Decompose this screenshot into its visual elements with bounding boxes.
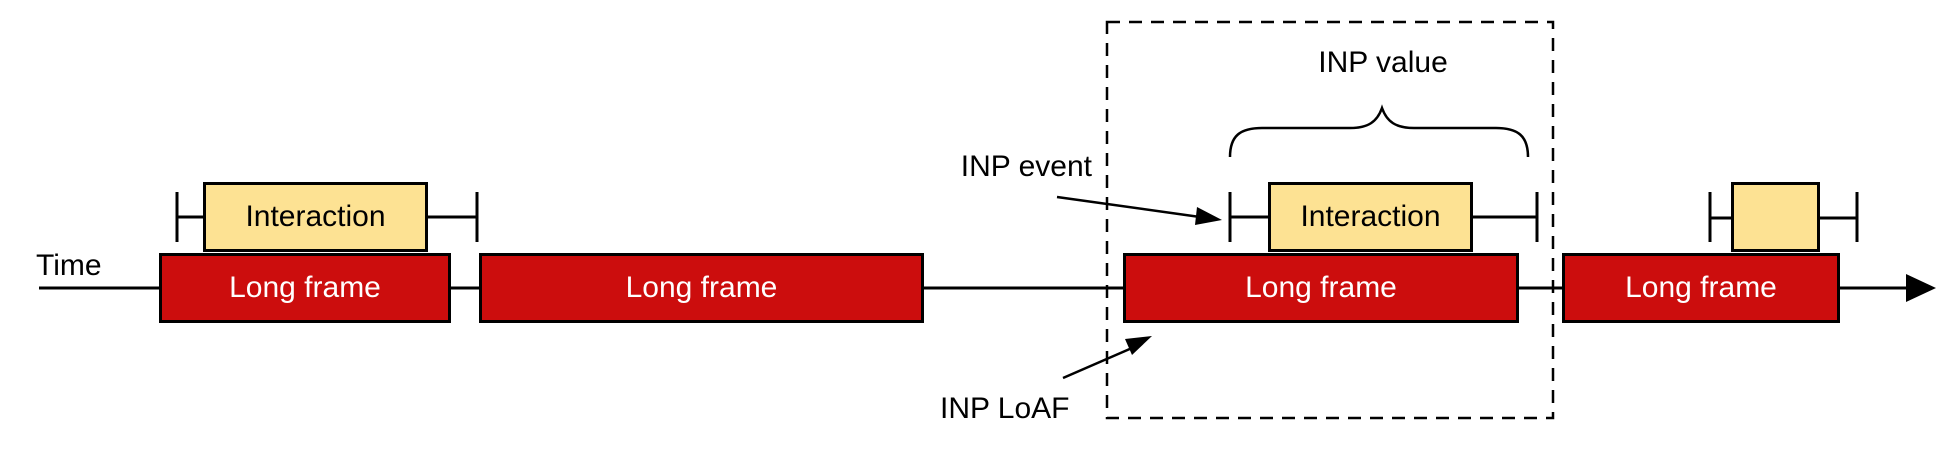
inp-loaf-arrow [1062,336,1152,380]
long-frame-3-label: Long frame [1245,271,1397,304]
time-axis-label: Time [36,249,102,282]
inp-value-brace [1228,104,1530,158]
timeline-arrowhead-icon [1906,274,1936,302]
long-frame-4-label: Long frame [1625,271,1777,304]
long-frame-2-label: Long frame [625,271,778,304]
inp-event-label: INP event [960,150,1092,183]
long-frame-4: Long frame [1562,253,1840,323]
interaction-1: Interaction [203,182,428,252]
long-frame-1: Long frame [159,253,451,323]
long-frame-1-label: Long frame [229,271,381,304]
long-frame-3-inp-loaf: Long frame [1123,253,1519,323]
interaction-1-label: Interaction [245,200,386,233]
inp-loaf-dashed-box [1105,20,1555,420]
inp-value-label: INP value [1318,46,1448,79]
interaction-3-ticks [1708,192,1859,242]
interaction-2-ticks [1228,192,1539,242]
inp-loaf-label: INP LoAF [940,392,1070,425]
interaction-3 [1731,182,1820,252]
inp-event-arrow [1056,195,1222,225]
interaction-1-ticks [175,192,479,242]
interaction-2-inp-event: Interaction [1268,182,1473,252]
interaction-2-label: Interaction [1300,200,1441,233]
long-frame-2: Long frame [479,253,924,323]
